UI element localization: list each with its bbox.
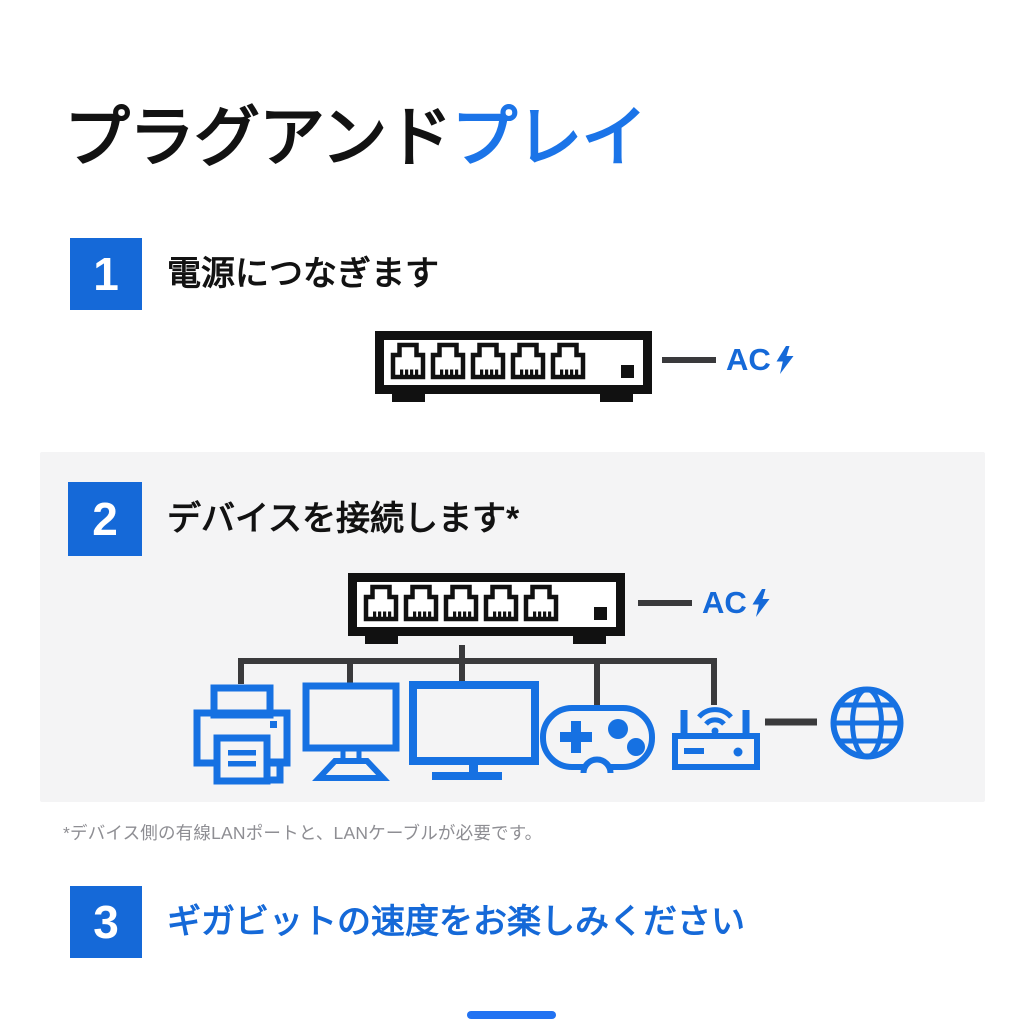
title-highlight-part: プレイ: [451, 100, 647, 174]
title-black-part: プラグアンド: [64, 100, 452, 174]
step3-label: ギガビットの速度をお楽しみください: [167, 903, 745, 941]
wifi-signal-icon: [711, 727, 719, 735]
step1-ac-connector: AC: [662, 338, 794, 382]
step3-badge: 3: [70, 886, 142, 958]
lightning-bolt-icon: [752, 589, 770, 617]
step1-badge: 1: [70, 238, 142, 310]
ac-power-line: [662, 357, 716, 363]
step1-label: 電源につなぎます: [167, 255, 439, 293]
step2-switch-icon: [353, 578, 621, 645]
step2-number: 2: [92, 493, 118, 545]
tv-icon: [409, 681, 539, 780]
connection-tree-lines: [238, 645, 717, 706]
footnote-text: *デバイス側の有線LANポートと、LANケーブルが必要です。: [63, 823, 543, 843]
monitor-icon: [302, 682, 400, 781]
step2-badge: 2: [68, 482, 142, 556]
step1-number: 1: [93, 248, 119, 300]
step1-switch-icon: [380, 336, 648, 403]
game-controller-icon: [540, 705, 655, 787]
printer-icon: [193, 684, 291, 785]
ac-power-line: [638, 600, 692, 606]
wifi-router-icon: [672, 707, 760, 770]
page-title: プラグアンドプレイ: [64, 84, 647, 180]
step3-number: 3: [93, 896, 119, 948]
step2-ac-label: AC: [702, 585, 747, 620]
page-indicator-bar: [467, 1011, 556, 1019]
lightning-bolt-icon: [776, 346, 794, 374]
step2-label: デバイスを接続します*: [167, 500, 520, 538]
globe-icon: [830, 686, 904, 760]
step1-ac-label: AC: [726, 342, 771, 377]
step2-ac-connector: AC: [638, 581, 770, 625]
